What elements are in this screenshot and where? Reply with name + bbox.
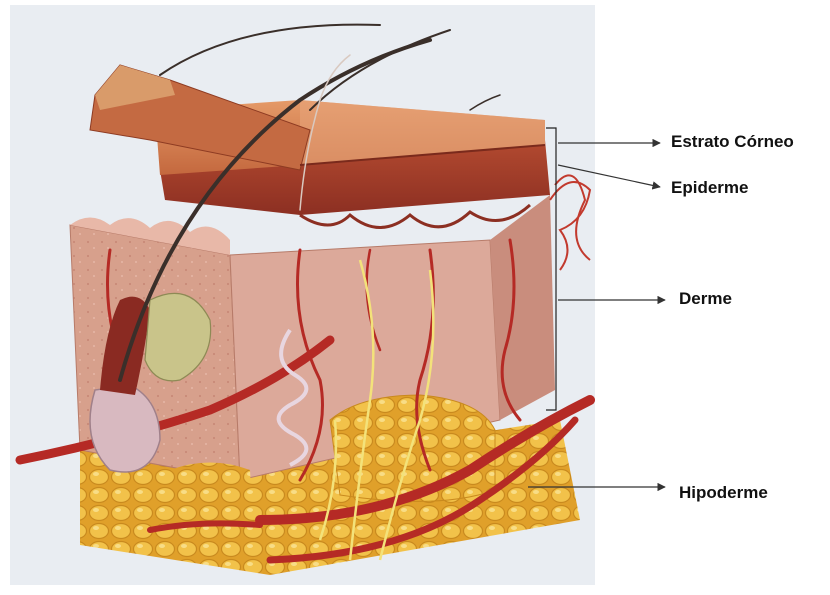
label-epiderme: Epiderme <box>671 178 748 198</box>
label-derme: Derme <box>679 289 732 309</box>
label-hipoderme: Hipoderme <box>679 483 768 503</box>
label-estrato-corneo: Estrato Córneo <box>671 132 794 152</box>
layer-bracket <box>546 128 556 410</box>
arrow-epiderme <box>558 165 660 187</box>
